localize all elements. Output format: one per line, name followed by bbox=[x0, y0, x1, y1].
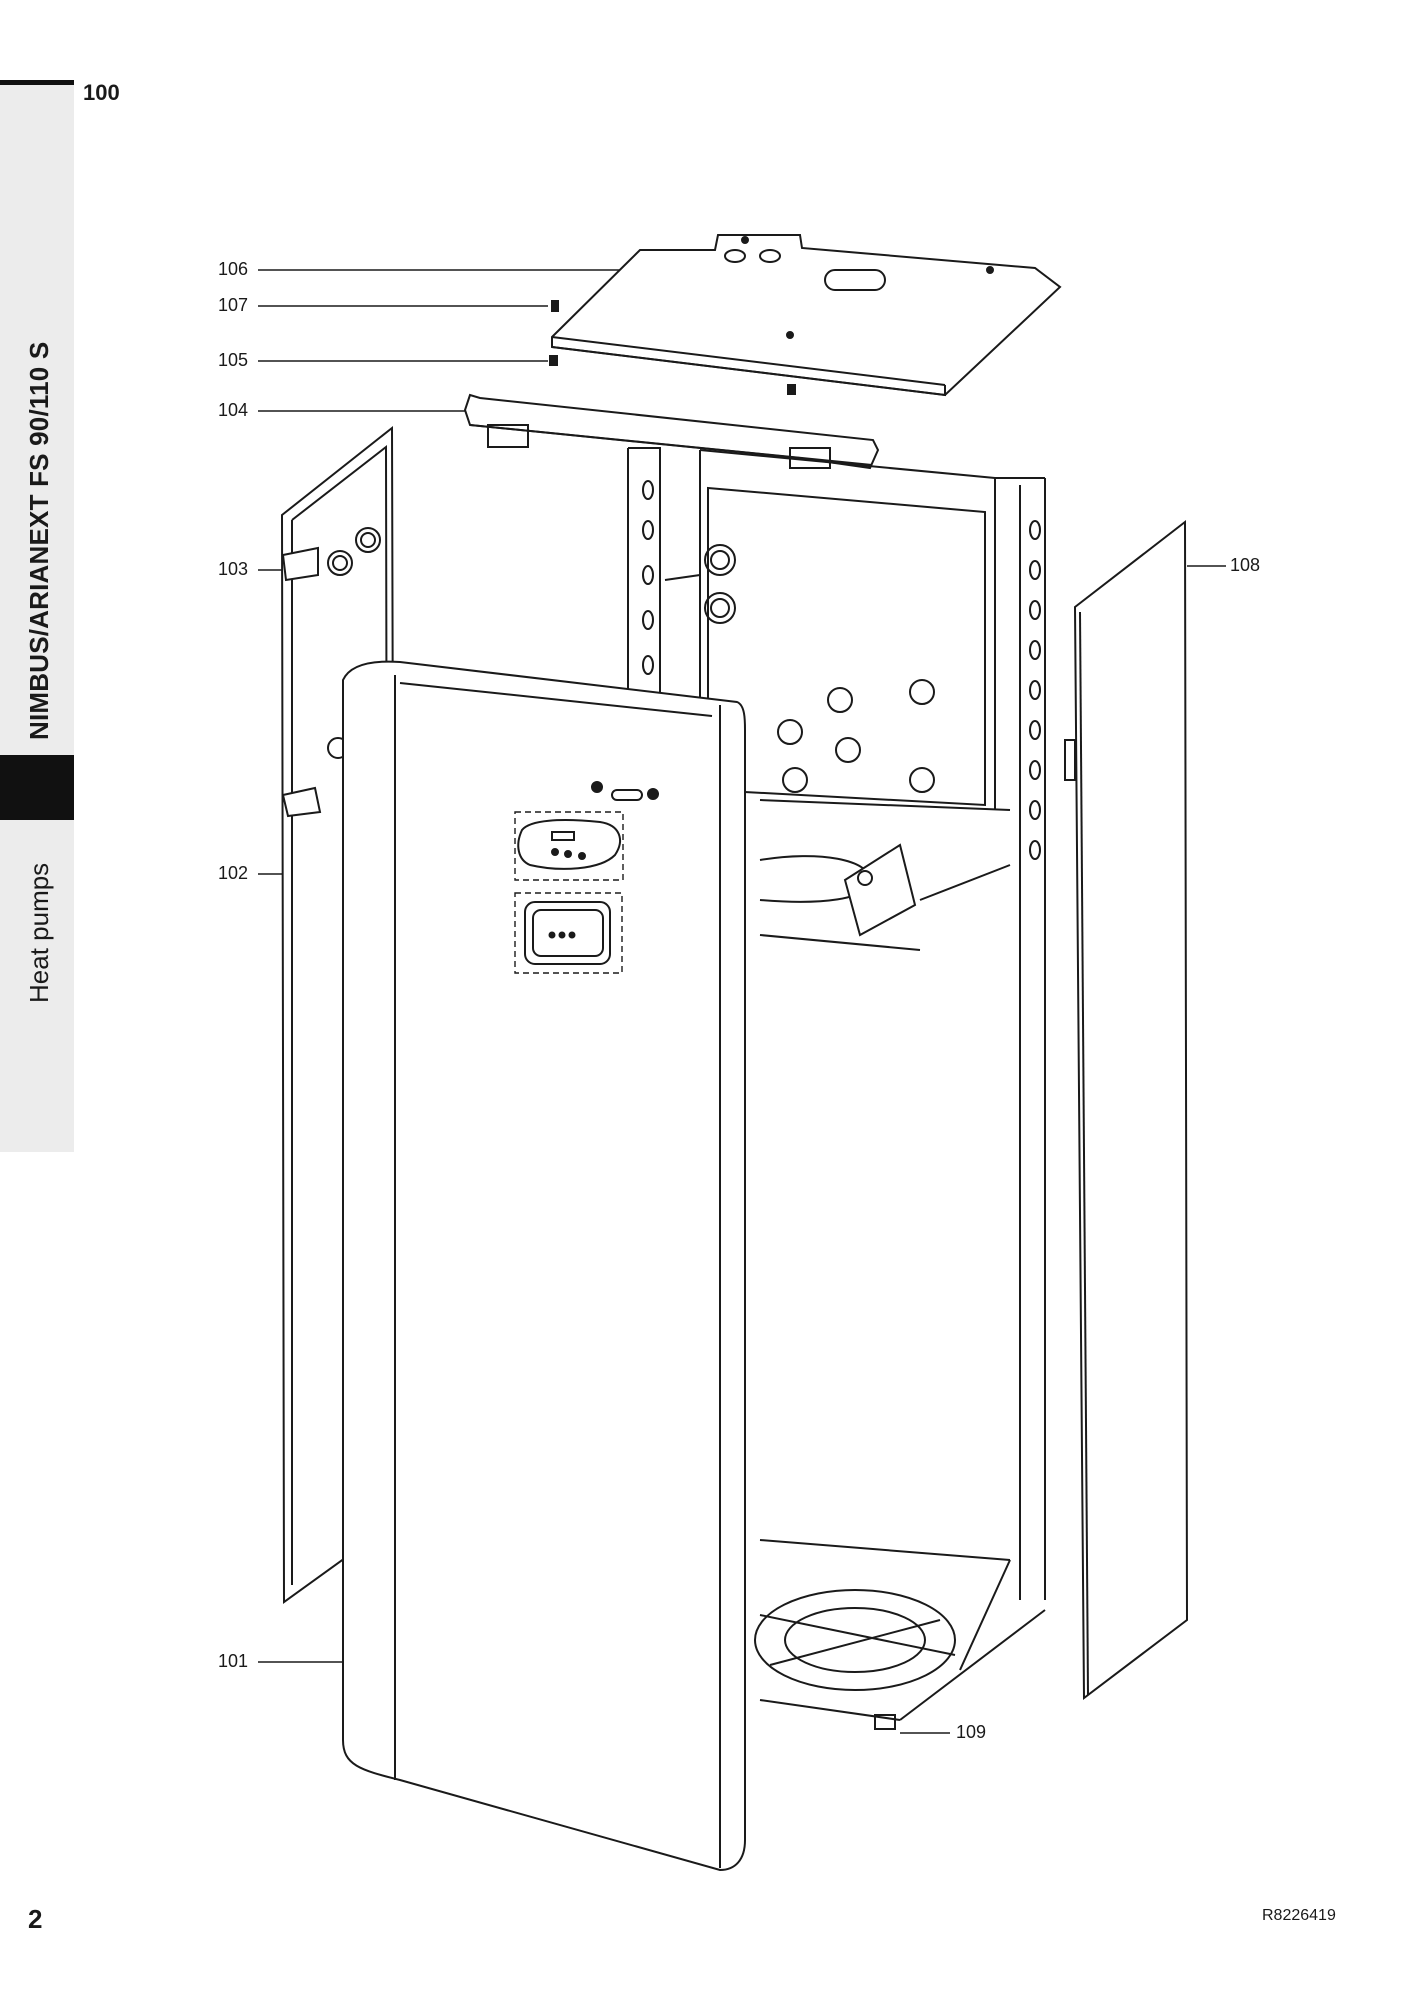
callout-106: 106 bbox=[218, 259, 249, 279]
callout-109: 109 bbox=[956, 1722, 987, 1742]
side-tab-strip bbox=[0, 82, 74, 1152]
frame-holes bbox=[642, 480, 1041, 860]
screw-107 bbox=[551, 300, 559, 312]
spacer-105 bbox=[549, 355, 796, 395]
right-side-panel-108 bbox=[1064, 519, 1189, 1700]
callout-104: 104 bbox=[218, 400, 249, 420]
callout-101: 101 bbox=[218, 1651, 249, 1671]
side-tab-marker bbox=[0, 755, 74, 820]
unit-frame bbox=[627, 447, 1046, 1730]
top-rule bbox=[0, 80, 74, 85]
callout-105: 105 bbox=[218, 350, 249, 370]
callout-108: 108 bbox=[1230, 555, 1261, 575]
callout-103: 103 bbox=[218, 559, 249, 579]
section-number: 100 bbox=[83, 80, 120, 105]
reference-code: R8226419 bbox=[1262, 1907, 1336, 1924]
callout-107: 107 bbox=[218, 295, 249, 315]
front-panel-101 bbox=[342, 660, 746, 1872]
page-number: 2 bbox=[28, 1904, 43, 1934]
callout-102: 102 bbox=[218, 863, 249, 883]
top-bracket-104 bbox=[463, 393, 880, 470]
top-cover-106 bbox=[551, 234, 1062, 397]
control-panel-102 bbox=[514, 811, 624, 974]
